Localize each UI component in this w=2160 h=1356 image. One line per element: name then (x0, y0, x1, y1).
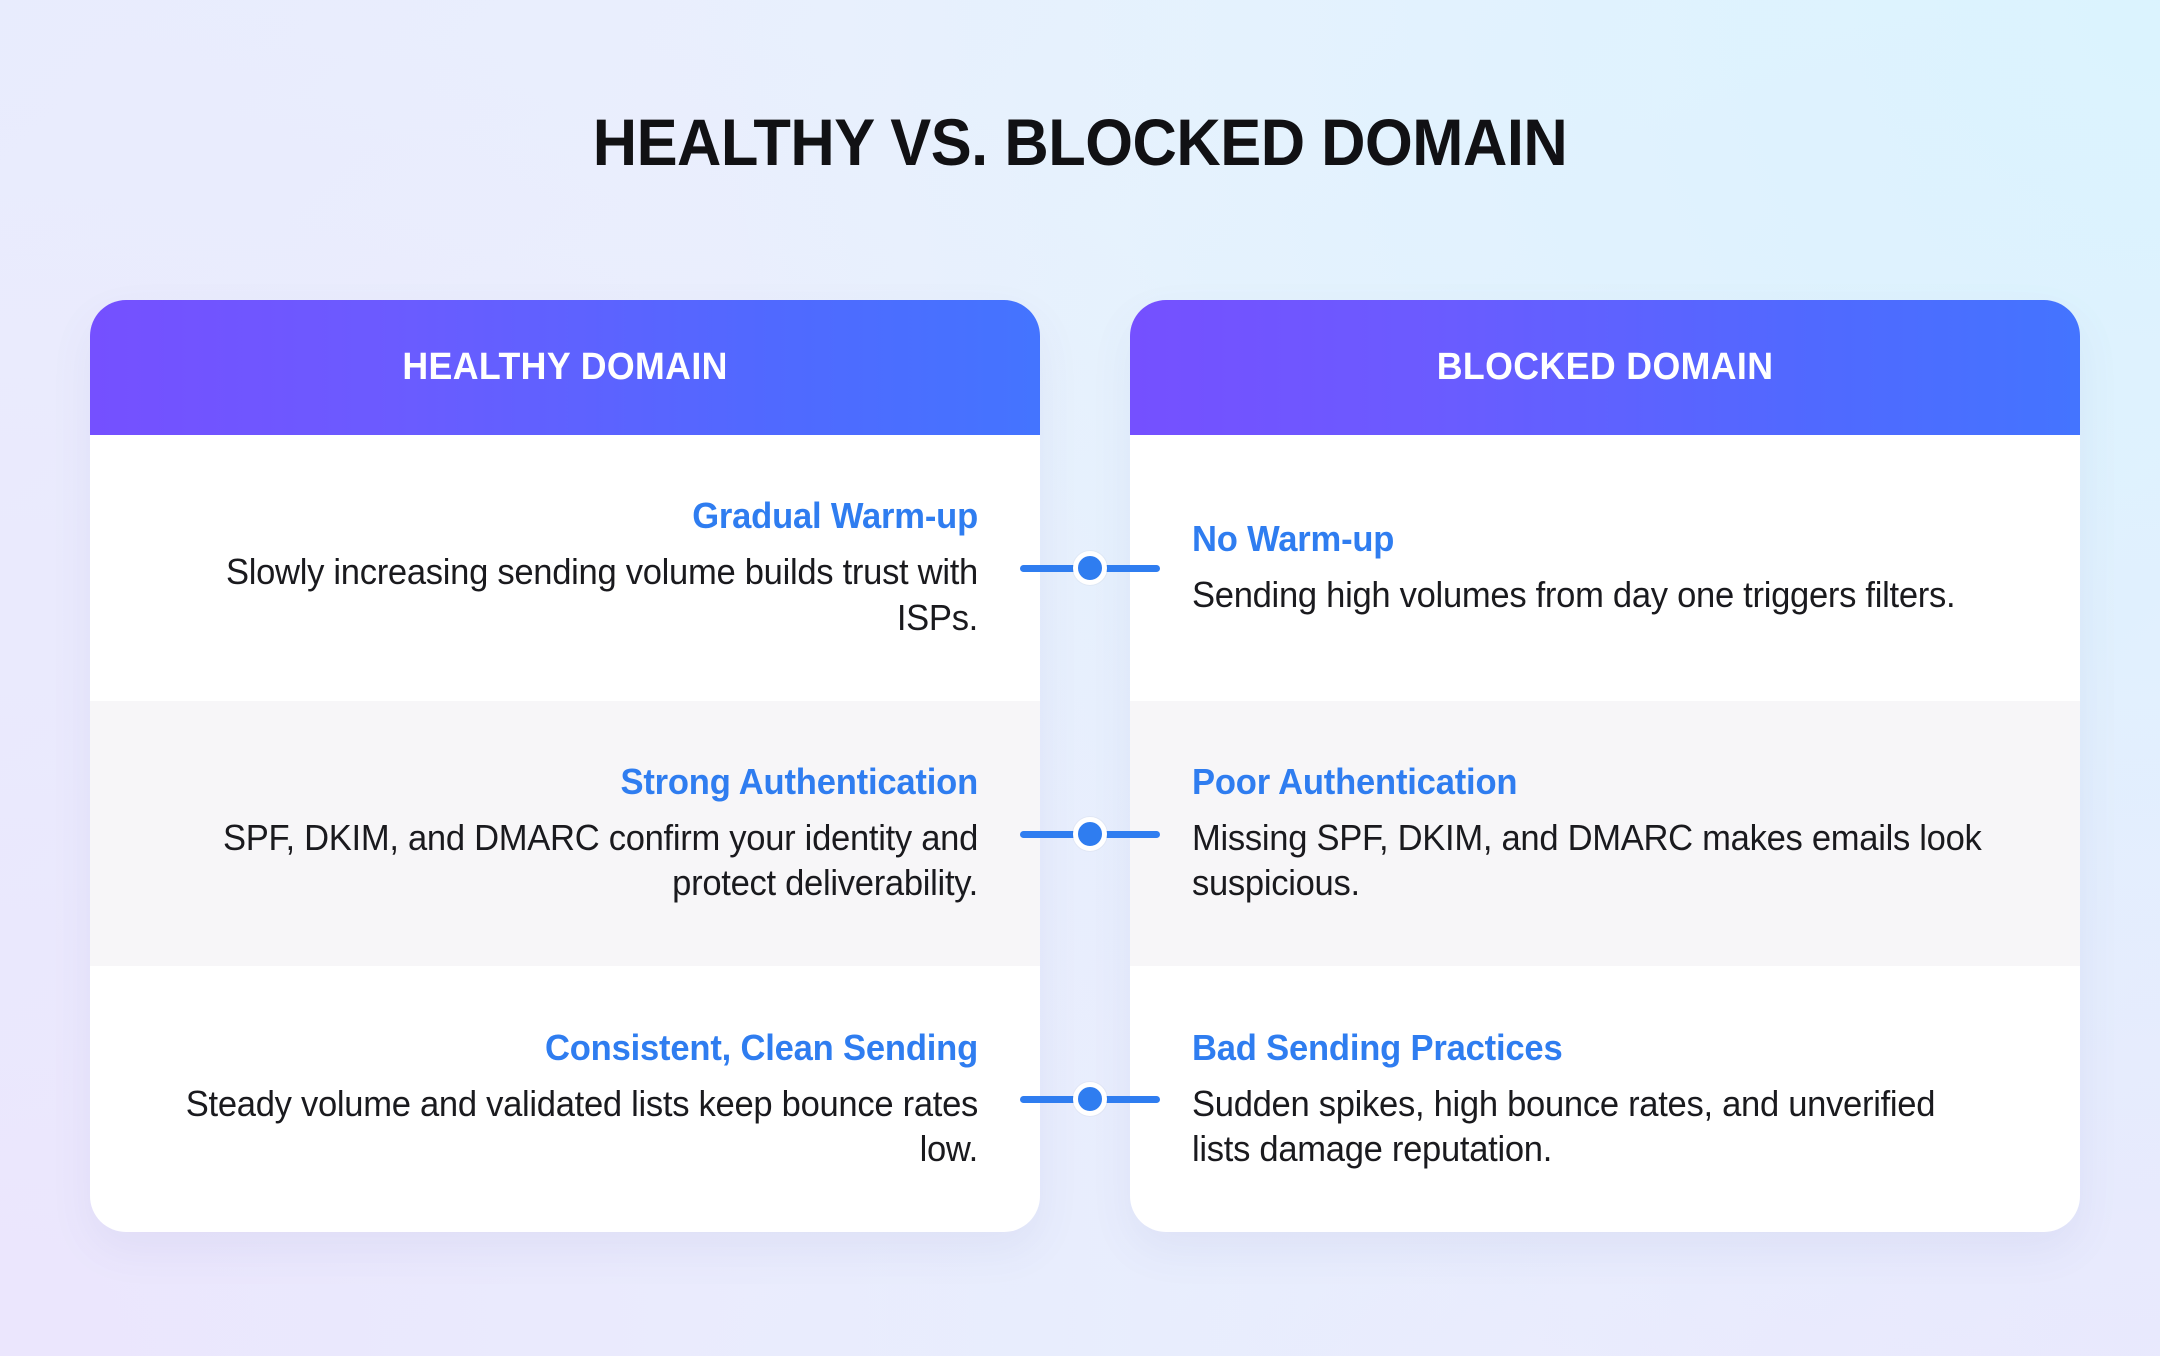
blocked-domain-header-label: BLOCKED DOMAIN (1436, 346, 1774, 388)
row-body: Missing SPF, DKIM, and DMARC makes email… (1192, 817, 1982, 904)
healthy-domain-row-1: Gradual Warm-up Slowly increasing sendin… (90, 435, 1040, 701)
connector-dot-icon (1073, 817, 1107, 851)
page-title: HEALTHY VS. BLOCKED DOMAIN (592, 105, 1568, 179)
row-body: Sudden spikes, high bounce rates, and un… (1192, 1082, 1936, 1169)
row-body: Steady volume and validated lists keep b… (185, 1082, 978, 1169)
row-body: Slowly increasing sending volume builds … (225, 551, 978, 638)
row-heading: No Warm-up (1192, 518, 1395, 560)
blocked-domain-row-list: No Warm-up Sending high volumes from day… (1130, 435, 2080, 1232)
blocked-domain-card: BLOCKED DOMAIN No Warm-up Sending high v… (1130, 300, 2080, 1232)
blocked-domain-row-2: Poor Authentication Missing SPF, DKIM, a… (1130, 700, 2080, 967)
blocked-domain-card-header: BLOCKED DOMAIN (1130, 300, 2080, 435)
healthy-domain-card: HEALTHY DOMAIN Gradual Warm-up Slowly in… (90, 300, 1040, 1232)
healthy-domain-row-list: Gradual Warm-up Slowly increasing sendin… (90, 435, 1040, 1232)
connector-dot-icon (1073, 551, 1107, 585)
connector-dot-icon (1073, 1082, 1107, 1116)
row-heading: Poor Authentication (1192, 761, 1518, 803)
row-heading: Strong Authentication (620, 761, 978, 803)
healthy-domain-header-label: HEALTHY DOMAIN (402, 346, 728, 388)
healthy-domain-card-header: HEALTHY DOMAIN (90, 300, 1040, 435)
row-body: SPF, DKIM, and DMARC confirm your identi… (222, 817, 978, 904)
row-body: Sending high volumes from day one trigge… (1192, 574, 1956, 616)
blocked-domain-row-1: No Warm-up Sending high volumes from day… (1130, 435, 2080, 701)
row-heading: Consistent, Clean Sending (544, 1026, 978, 1068)
row-heading: Gradual Warm-up (692, 495, 978, 537)
healthy-domain-row-3: Consistent, Clean Sending Steady volume … (90, 966, 1040, 1232)
row-heading: Bad Sending Practices (1192, 1026, 1563, 1068)
blocked-domain-row-3: Bad Sending Practices Sudden spikes, hig… (1130, 966, 2080, 1232)
healthy-domain-row-2: Strong Authentication SPF, DKIM, and DMA… (90, 700, 1040, 967)
